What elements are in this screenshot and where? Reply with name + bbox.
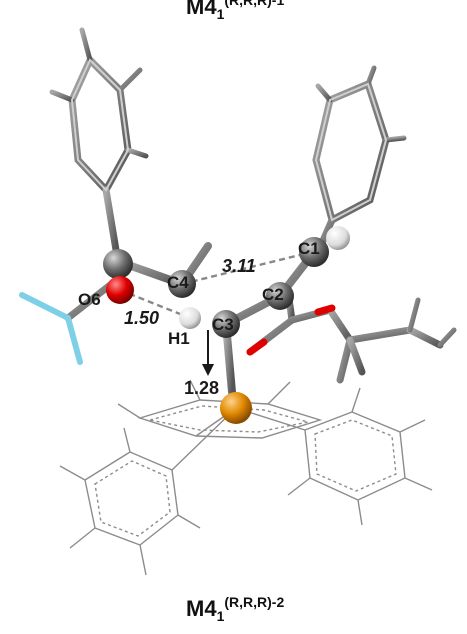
bottom-title: M41(R,R,R)-2 [186, 594, 284, 624]
atoms [103, 226, 350, 424]
hydrogen-atom-c1 [326, 226, 350, 250]
top-title-sub: 1 [217, 6, 225, 22]
distance-h1-p: 1.28 [184, 378, 219, 398]
top-title-sup: (R,R,R) [224, 0, 271, 8]
ester-group [246, 288, 457, 384]
carbonyl-oxygen [246, 338, 268, 356]
svg-text:M41(R,R,R)-2: M41(R,R,R)-2 [186, 594, 284, 624]
label-o6: O6 [78, 290, 101, 309]
top-title: M41(R,R,R)-1 [186, 0, 284, 22]
right-phenyl-ring [312, 65, 407, 256]
top-title-main: M4 [186, 0, 217, 19]
bottom-title-sup: (R,R,R) [224, 594, 271, 610]
distance-c4-c1: 3.11 [222, 256, 256, 276]
phosphorus-atom [220, 392, 252, 424]
carbon-atom-c2 [266, 282, 294, 310]
left-phenyl-highlight [70, 58, 130, 192]
carbon-atom-c4 [168, 270, 196, 298]
label-h1: H1 [168, 329, 190, 348]
label-c3: C3 [212, 315, 234, 334]
ester-oxygen [314, 304, 336, 316]
distance-o6-h1: 1.50 [124, 308, 159, 328]
bottom-title-tail: -2 [272, 594, 285, 610]
label-c1: C1 [298, 239, 320, 258]
oxygen-atom-o6 [106, 276, 134, 304]
carbon-atom-c1 [299, 237, 329, 267]
atom-labels: C1 C2 C3 C4 O6 H1 [78, 239, 320, 348]
left-phenyl-ring [49, 27, 149, 254]
top-title-tail: -1 [272, 0, 285, 8]
carbon-atom-c3 [212, 310, 240, 338]
right-phenyl-highlight [314, 82, 388, 222]
label-c4: C4 [167, 273, 189, 292]
phosphine-wireframe [59, 379, 433, 576]
hydrogen-atom-h1 [179, 307, 201, 329]
label-c2: C2 [262, 285, 284, 304]
h1-transfer-arrow [202, 330, 214, 376]
distance-labels: 3.11 1.50 1.28 [124, 256, 256, 398]
svg-text:M41(R,R,R)-1: M41(R,R,R)-1 [186, 0, 284, 22]
bottom-title-main: M4 [186, 596, 217, 621]
carbon-atom-carbonyl [103, 249, 133, 279]
bottom-title-sub: 1 [217, 608, 225, 624]
